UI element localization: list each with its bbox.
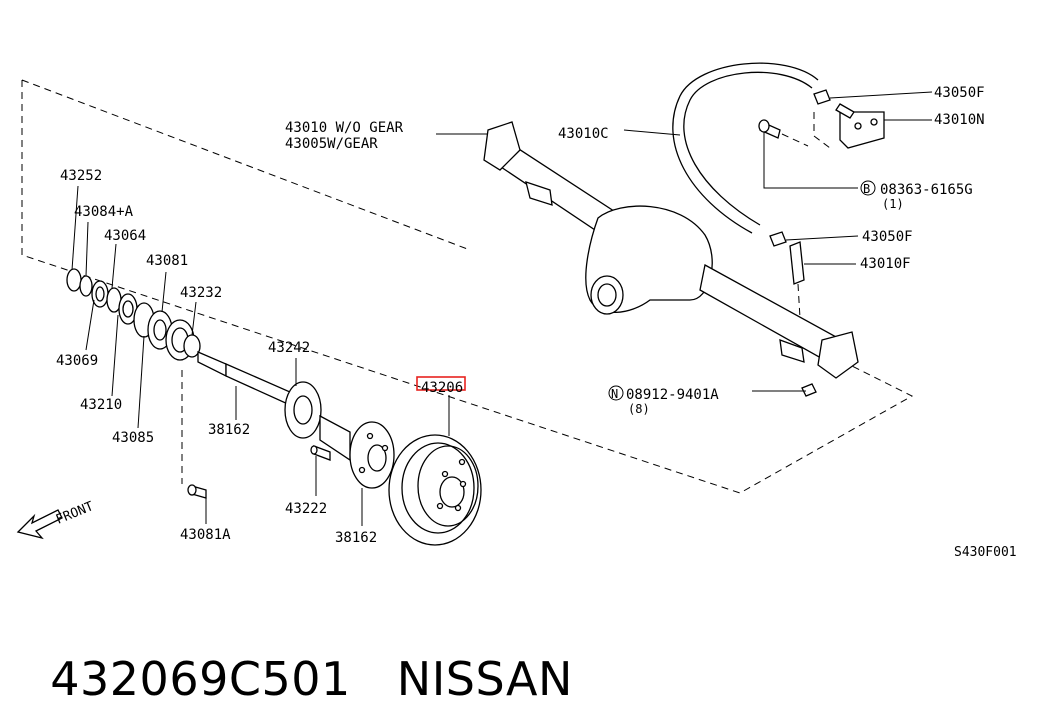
bracket-43010n <box>813 103 885 149</box>
leader-lines <box>71 91 933 526</box>
bolt-symbol: B <box>863 182 870 196</box>
label-43084a: 43084+A <box>74 204 134 220</box>
footer-brand: NISSAN <box>396 652 573 706</box>
bolt-43081a <box>181 370 207 499</box>
nut-08912 <box>801 383 817 397</box>
label-43210: 43210 <box>80 397 122 413</box>
callout-labels: 43252 43084+A 43064 43081 43232 43069 43… <box>54 85 1017 560</box>
axle-shaft <box>197 351 395 489</box>
label-43085: 43085 <box>112 430 154 446</box>
figure-code: S430F001 <box>954 545 1017 560</box>
label-43081: 43081 <box>146 253 188 269</box>
clip-43050f-top <box>813 89 831 105</box>
breather-hose <box>672 62 819 234</box>
label-08912: 08912-9401A <box>626 387 719 403</box>
label-38162-shaft: 38162 <box>208 422 250 438</box>
label-08912-qty: (8) <box>628 402 650 416</box>
part-highlight-box <box>416 376 466 391</box>
wheel-stud <box>310 445 331 461</box>
hub-bearing-group <box>66 268 201 361</box>
assembly-boundary <box>21 79 914 494</box>
label-43252: 43252 <box>60 168 102 184</box>
label-43010n: 43010N <box>934 112 985 128</box>
nut-symbol: N <box>611 387 618 401</box>
axle-housing <box>483 121 859 379</box>
label-43010-wo-gear: 43010 W/O GEAR <box>285 120 404 136</box>
label-08363-qty: (1) <box>882 197 904 211</box>
parts-diagram: 43252 43084+A 43064 43081 43232 43069 43… <box>16 62 1017 560</box>
clip-43050f-mid <box>769 231 787 247</box>
label-43064: 43064 <box>104 228 146 244</box>
footer-title: 432069C501 NISSAN <box>20 598 573 706</box>
label-08363: 08363-6165G <box>880 182 973 198</box>
nut-symbol-icon <box>608 385 624 401</box>
label-43081a: 43081A <box>180 527 231 543</box>
brake-drum <box>388 434 482 546</box>
label-43222: 43222 <box>285 501 327 517</box>
front-label: FRONT <box>54 499 96 528</box>
label-43242: 43242 <box>268 340 310 356</box>
label-43069: 43069 <box>56 353 98 369</box>
label-43005-w-gear: 43005W/GEAR <box>285 136 378 152</box>
label-38162-flange: 38162 <box>335 530 377 546</box>
connector-43010f <box>789 241 805 319</box>
footer-part-number: 432069C501 <box>50 652 351 706</box>
label-43232: 43232 <box>180 285 222 301</box>
bolt-08363 <box>758 119 809 147</box>
label-43010c: 43010C <box>558 126 609 142</box>
label-43050f-top: 43050F <box>934 85 985 101</box>
front-arrow-icon <box>16 509 63 540</box>
label-43206: 43206 <box>421 380 463 396</box>
label-43010f: 43010F <box>860 256 911 272</box>
label-43050f-mid: 43050F <box>862 229 913 245</box>
bolt-symbol-icon <box>860 180 876 196</box>
